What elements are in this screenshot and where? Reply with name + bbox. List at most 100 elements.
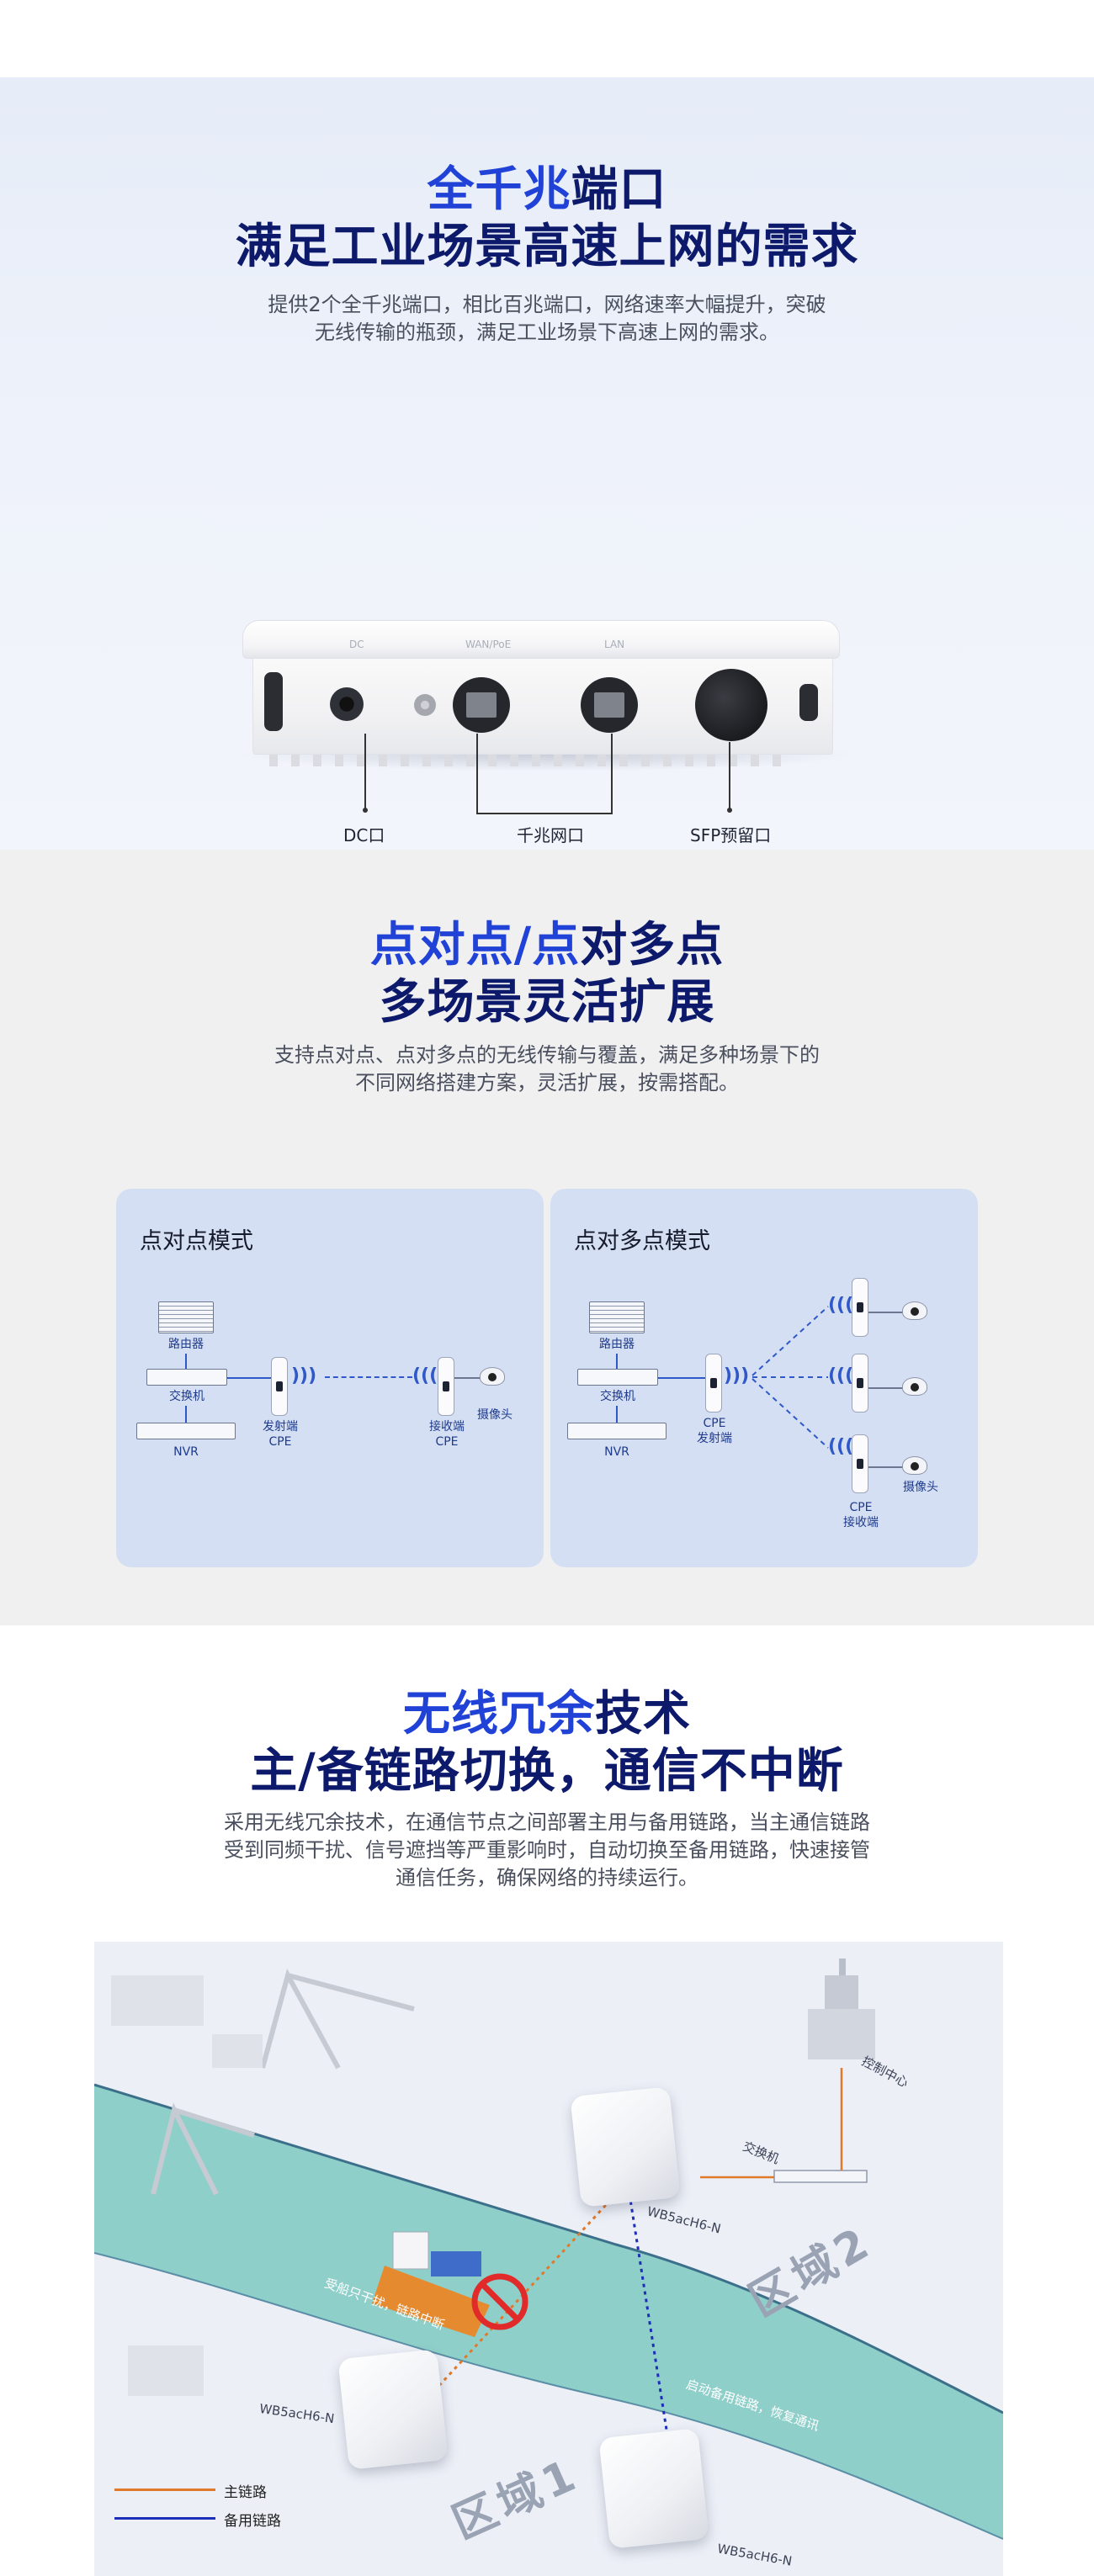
nvr-icon xyxy=(567,1423,666,1439)
device-label-wan: WAN/PoE xyxy=(465,639,512,650)
switch-cpe-link xyxy=(658,1377,705,1379)
section2-desc-line1: 支持点对点、点对多点的无线传输与覆盖，满足多种场景下的 xyxy=(274,1043,820,1067)
section2-title-highlight: 点对点/点 xyxy=(369,918,581,973)
router-switch-link xyxy=(616,1354,618,1369)
p2p-mode-card: 点对点模式 路由器 交换机 NVR ))) 发射端 CPE ((( 接收端 CP… xyxy=(116,1189,544,1567)
sfp-callout-line xyxy=(729,742,730,811)
port-redundancy-scene: 控制中心 交换机 WB5acH6-N WB5acH6-N WB5acH6-N 受… xyxy=(94,1942,1003,2576)
section2-subtitle: 多场景灵活扩展 xyxy=(379,975,715,1030)
router-switch-link xyxy=(185,1354,187,1369)
router-icon xyxy=(589,1301,645,1333)
dc-callout-label: DC口 xyxy=(343,825,385,845)
p2mp-rx-label-2: 接收端 xyxy=(843,1516,879,1529)
p2p-rx-cpe-icon xyxy=(438,1357,454,1416)
device-left-knob xyxy=(264,672,283,731)
wan-poe-port xyxy=(453,677,510,733)
legend-backup-line xyxy=(114,2517,215,2520)
router-icon xyxy=(158,1301,214,1333)
ap-zone1b-icon xyxy=(598,2428,709,2549)
legend-primary-line xyxy=(114,2489,215,2491)
p2mp-nvr-label: NVR xyxy=(604,1445,629,1459)
p2mp-rx-label-1: CPE xyxy=(849,1501,873,1514)
dc-callout-line xyxy=(364,734,366,811)
section1-desc-line2: 无线传输的瓶颈，满足工业场景下高速上网的需求。 xyxy=(315,321,779,344)
section2-desc-line2: 不同网络搭建方案，灵活扩展，按需搭配。 xyxy=(355,1071,739,1095)
device-top xyxy=(242,620,840,659)
p2p-router-label: 路由器 xyxy=(168,1338,204,1351)
section3-desc-line1: 采用无线冗余技术，在通信节点之间部署主用与备用链路，当主通信链路 xyxy=(224,1810,870,1834)
switch-nvr-link xyxy=(616,1406,618,1423)
grounding-screw xyxy=(414,694,436,716)
p2p-tx-label-1: 发射端 xyxy=(263,1420,298,1434)
scene-background xyxy=(94,1959,1003,2540)
p2mp-rx-cpe-3-icon xyxy=(852,1434,868,1493)
p2p-camera-label: 摄像头 xyxy=(477,1408,512,1422)
device-right-knob xyxy=(799,684,818,721)
device-image: DC WAN/PoE LAN xyxy=(227,527,867,847)
switch-icon xyxy=(146,1369,227,1386)
section3-title: 无线冗余技术 xyxy=(0,1686,1094,1743)
p2p-p2mp-section: 点对点/点对多点 多场景灵活扩展 支持点对点、点对多点的无线传输与覆盖，满足多种… xyxy=(0,850,1094,1625)
device-fins xyxy=(269,755,816,766)
legend-primary-label: 主链路 xyxy=(224,2484,267,2501)
p2mp-rx-cpe-2-icon xyxy=(852,1354,868,1413)
gigabit-callout-label: 千兆网口 xyxy=(517,825,584,845)
camera-3-mount xyxy=(868,1466,902,1468)
rx3-wave-icon: ((( xyxy=(828,1436,854,1457)
top-strip xyxy=(0,0,1094,77)
p2mp-mode-card: 点对多点模式 路由器 交换机 NVR ))) CPE 发射端 ((( ((( xyxy=(550,1189,978,1567)
p2p-tx-cpe-icon xyxy=(271,1357,288,1416)
p2mp-tx-cpe-icon xyxy=(705,1354,722,1413)
nvr-icon xyxy=(136,1423,236,1439)
lan-port xyxy=(581,677,638,733)
section2-title-rest: 对多点 xyxy=(580,918,725,973)
tx-wave-icon: ))) xyxy=(724,1365,750,1386)
p2p-rx-label-1: 接收端 xyxy=(429,1420,465,1434)
section1-desc-line1: 提供2个全千兆端口，相比百兆端口，网络速率大幅提升，突破 xyxy=(268,293,826,316)
wireless-redundancy-section: 无线冗余技术 主/备链路切换，通信不中断 采用无线冗余技术，在通信节点之间部署主… xyxy=(0,1625,1094,2576)
dc-callout-dot xyxy=(363,808,368,813)
p2p-tx-label-2: CPE xyxy=(268,1435,292,1449)
section3-title-rest: 技术 xyxy=(595,1687,691,1741)
section3-desc-line2: 受到同频干扰、信号遮挡等严重影响时，自动切换至备用链路，快速接管 xyxy=(224,1838,870,1862)
device-label-lan: LAN xyxy=(604,639,625,650)
switch-icon xyxy=(577,1369,658,1386)
tx-wave-icon: ))) xyxy=(291,1365,317,1386)
p2mp-tx-label-1: CPE xyxy=(703,1417,726,1430)
p2mp-switch-label: 交换机 xyxy=(600,1390,635,1403)
gigabit-callout-bracket xyxy=(476,813,613,814)
section1-title-highlight: 全千兆 xyxy=(427,162,571,217)
section1-title-rest: 端口 xyxy=(571,162,667,217)
p2mp-tx-label-2: 发射端 xyxy=(697,1432,732,1445)
p2p-wireless-link xyxy=(325,1376,412,1378)
rx2-wave-icon: ((( xyxy=(828,1365,854,1386)
sfp-port-cap xyxy=(695,669,767,741)
p2p-mode-title: 点对点模式 xyxy=(140,1228,253,1254)
camera-2-mount xyxy=(868,1387,902,1389)
camera-1-mount xyxy=(868,1312,902,1313)
dc-port xyxy=(330,687,364,721)
p2mp-camera-label: 摄像头 xyxy=(903,1481,938,1494)
ap-zone2-icon xyxy=(570,2086,681,2208)
section3-subtitle: 主/备链路切换，通信不中断 xyxy=(250,1744,844,1799)
sfp-callout-label: SFP预留口 xyxy=(690,825,772,845)
section2-title: 点对点/点对多点 xyxy=(0,917,1094,974)
section1-subtitle: 满足工业场景高速上网的需求 xyxy=(235,220,859,274)
section3-title-highlight: 无线冗余 xyxy=(403,1687,595,1741)
device-label-dc: DC xyxy=(349,639,364,650)
switch-cpe-link xyxy=(227,1377,271,1379)
p2mp-mode-title: 点对多点模式 xyxy=(574,1228,710,1254)
section3-desc-line3: 通信任务，确保网络的持续运行。 xyxy=(396,1866,698,1890)
gigabit-ports-section: 全千兆端口 满足工业场景高速上网的需求 提供2个全千兆端口，相比百兆端口，网络速… xyxy=(0,77,1094,850)
sfp-callout-dot xyxy=(727,808,732,813)
p2mp-rx-cpe-1-icon xyxy=(852,1278,868,1337)
legend-backup-label: 备用链路 xyxy=(224,2513,281,2530)
ap-zone1-icon xyxy=(337,2349,449,2470)
p2mp-camera-3-icon xyxy=(902,1456,927,1475)
section1-title: 全千兆端口 xyxy=(0,162,1094,219)
switch-nvr-link xyxy=(185,1406,187,1423)
p2mp-camera-1-icon xyxy=(902,1301,927,1320)
gigabit-callout-left xyxy=(476,734,478,814)
p2mp-camera-2-icon xyxy=(902,1377,927,1396)
p2p-nvr-label: NVR xyxy=(173,1445,199,1459)
